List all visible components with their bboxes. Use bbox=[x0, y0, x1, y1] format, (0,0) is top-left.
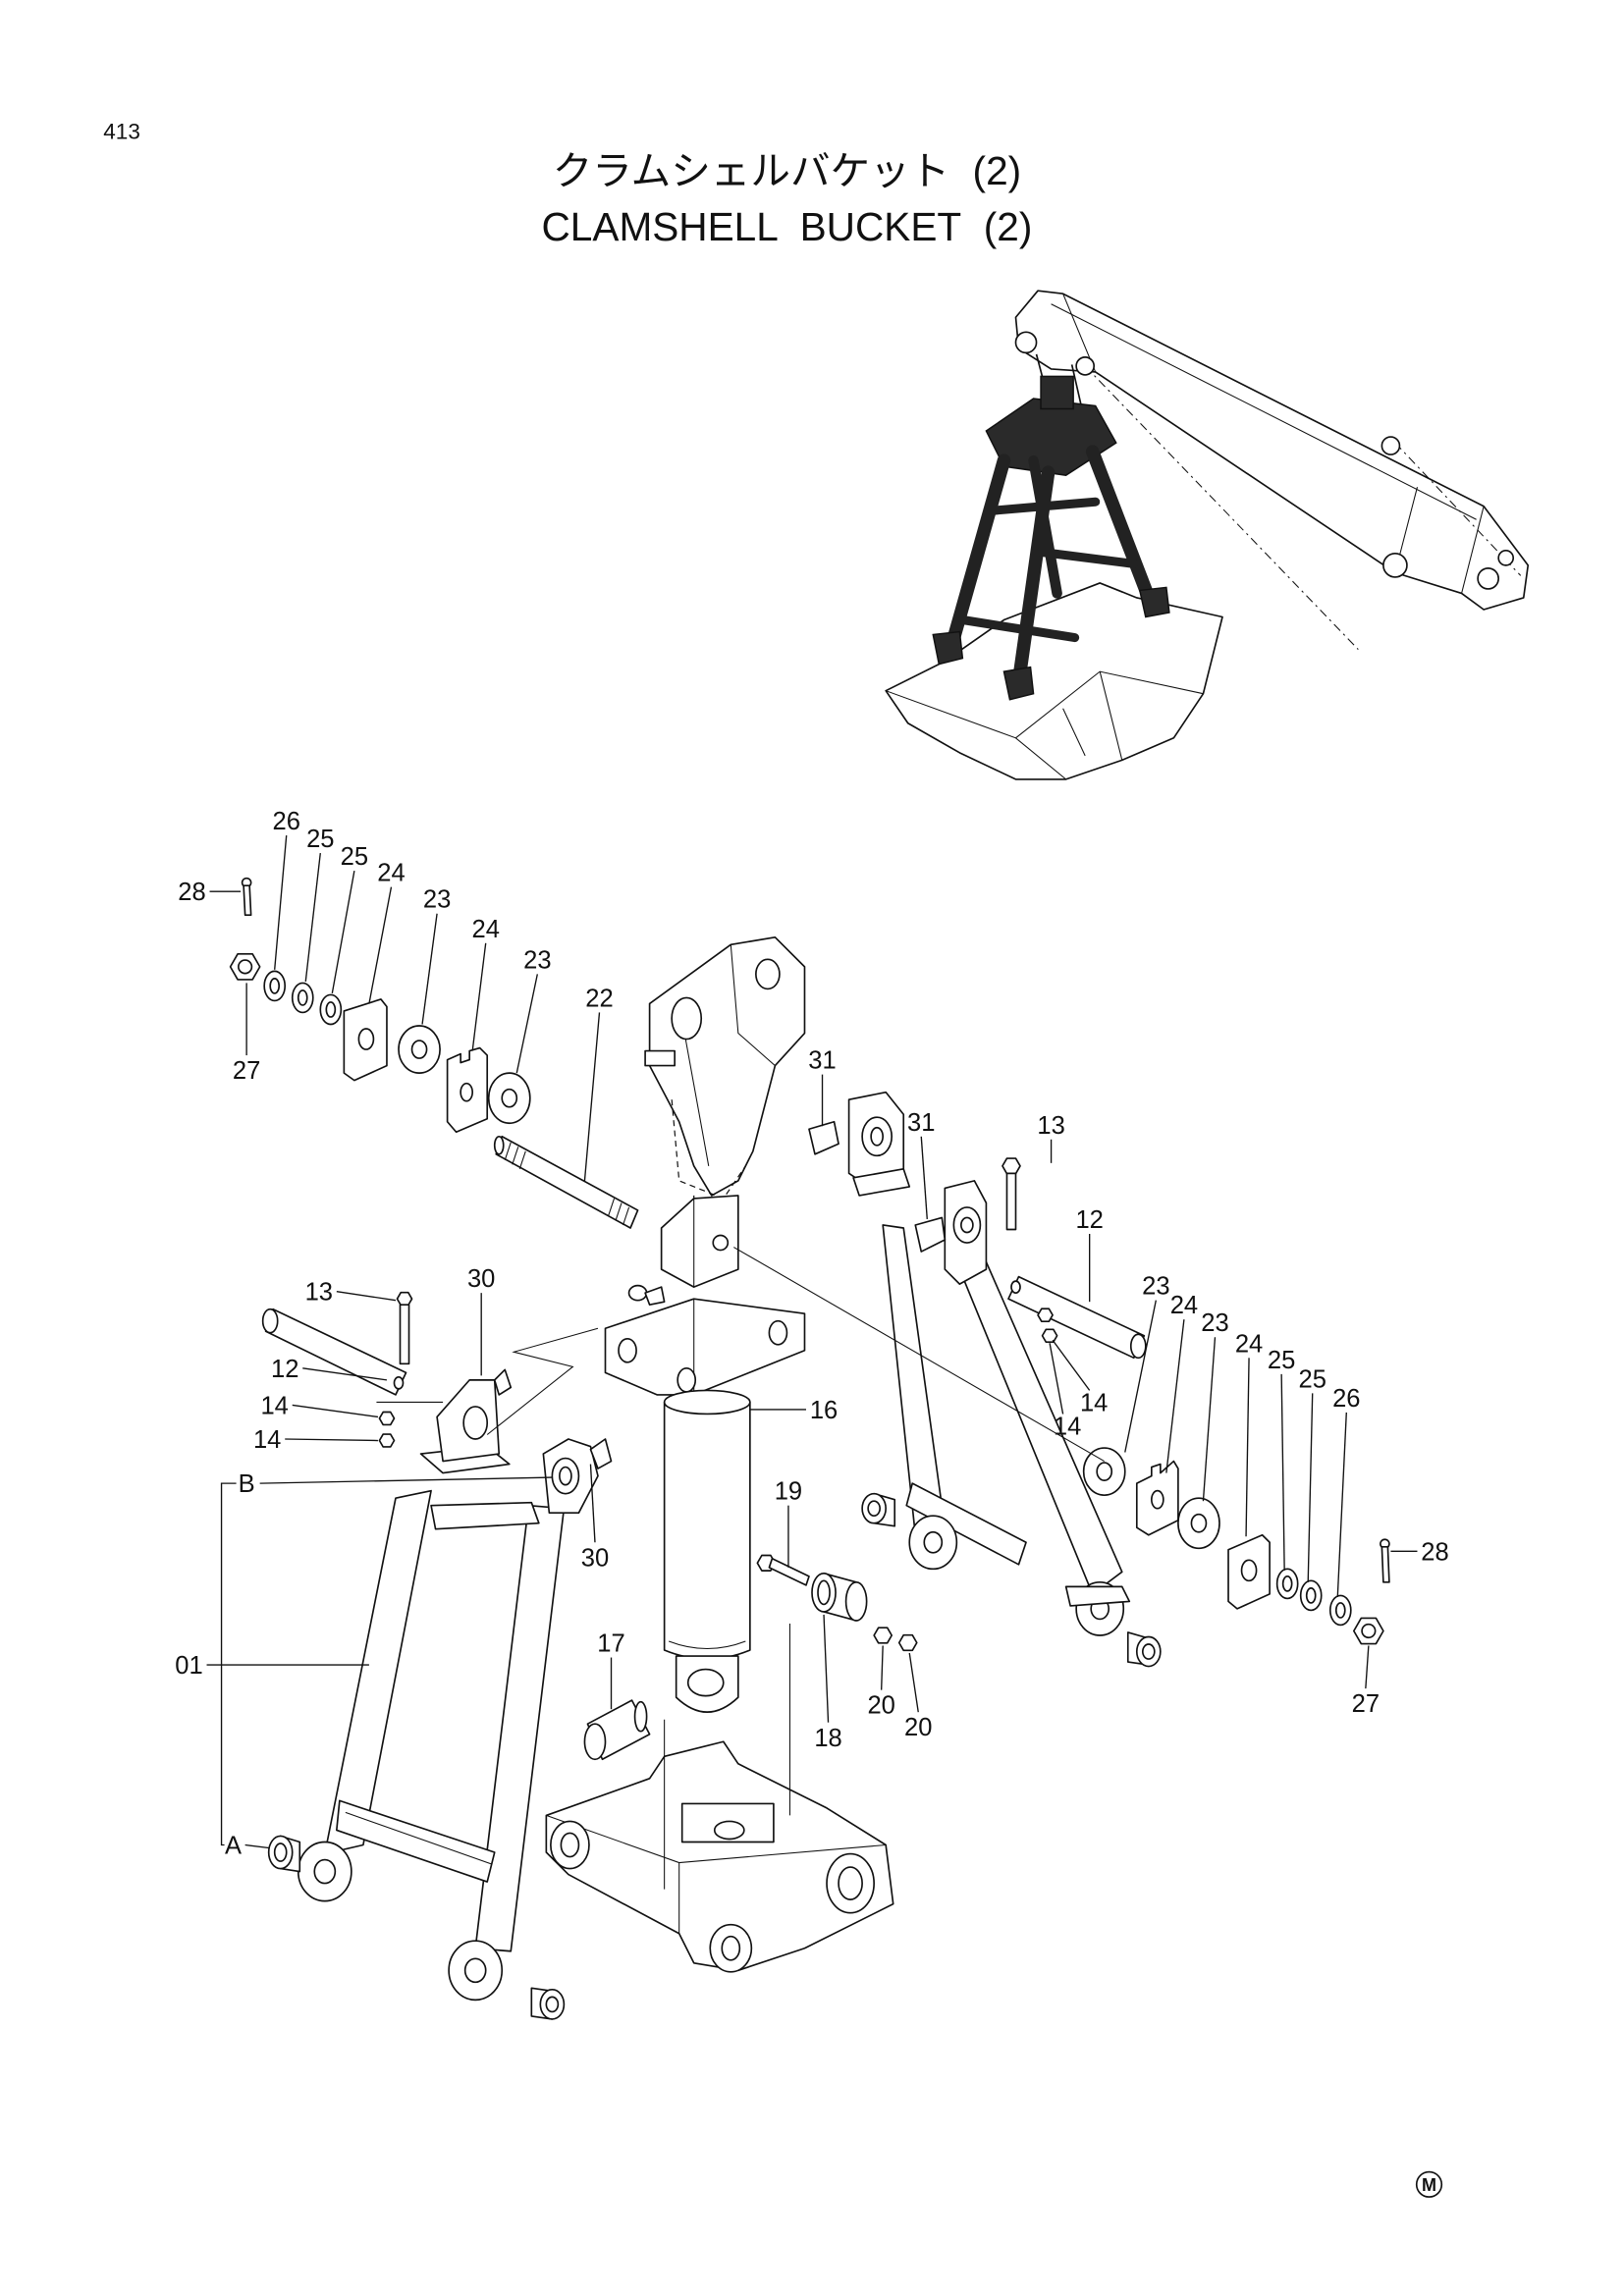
washer-25-left-a bbox=[291, 982, 314, 1014]
leader-lines bbox=[206, 834, 1418, 1849]
callout-26: 26 bbox=[273, 808, 300, 835]
callout-27: 27 bbox=[233, 1057, 260, 1085]
lower-link-frame-01 bbox=[297, 1489, 566, 2002]
callout-31: 31 bbox=[907, 1109, 935, 1137]
nut-27-left bbox=[229, 952, 261, 981]
callout-20: 20 bbox=[904, 1714, 932, 1741]
callout-13: 13 bbox=[1037, 1112, 1064, 1140]
plate-24-right-b bbox=[1227, 1533, 1271, 1610]
washer-25-left-b bbox=[319, 993, 343, 1026]
nut-14-right-a bbox=[1037, 1308, 1054, 1322]
bracket-30-left bbox=[419, 1368, 513, 1474]
callout-26: 26 bbox=[1332, 1385, 1360, 1413]
callout-19: 19 bbox=[775, 1478, 802, 1506]
nut-14-left-a bbox=[378, 1411, 396, 1426]
nut-14-left-b bbox=[378, 1433, 396, 1448]
callout-12: 12 bbox=[1075, 1206, 1103, 1234]
callout-24: 24 bbox=[1235, 1330, 1263, 1358]
hydraulic-cylinder-16 bbox=[604, 1195, 806, 1713]
pin-12-left bbox=[261, 1308, 407, 1396]
excavator-overview-illustration bbox=[885, 290, 1530, 780]
plate-24-right-a bbox=[1135, 1460, 1179, 1536]
callout-25: 25 bbox=[1299, 1365, 1326, 1393]
callout-25: 25 bbox=[306, 826, 334, 853]
callout-28: 28 bbox=[178, 879, 205, 906]
cotter-pin-28-left bbox=[241, 877, 252, 917]
callout-30: 30 bbox=[581, 1544, 609, 1572]
plate-24-left-b bbox=[446, 1046, 489, 1134]
callout-23: 23 bbox=[1201, 1309, 1228, 1337]
manufacturer-mark: M bbox=[1415, 2170, 1443, 2198]
pin-22 bbox=[493, 1135, 639, 1229]
title-japanese: クラムシェルバケット (2) bbox=[553, 148, 1021, 193]
washer-25-right-b bbox=[1299, 1579, 1323, 1612]
callout-14: 14 bbox=[1054, 1413, 1081, 1440]
callout-13: 13 bbox=[305, 1279, 333, 1307]
mark-letter: M bbox=[1422, 2175, 1436, 2195]
bushing-right-upper bbox=[861, 1492, 896, 1527]
callout-16: 16 bbox=[810, 1397, 838, 1424]
callout-23: 23 bbox=[1142, 1273, 1169, 1301]
bracket-31-lower bbox=[914, 1180, 988, 1285]
callout-24: 24 bbox=[471, 916, 499, 943]
callout-14: 14 bbox=[1080, 1389, 1108, 1416]
callout-14: 14 bbox=[260, 1392, 288, 1419]
nut-27-right bbox=[1352, 1617, 1384, 1645]
callout-25: 25 bbox=[1268, 1347, 1295, 1374]
bucket-base-frame bbox=[545, 1740, 894, 1973]
bushing-A bbox=[267, 1835, 301, 1873]
callout-labels: 26 25 25 24 28 23 24 23 27 22 31 31 13 1… bbox=[175, 808, 1448, 1859]
nut-14-right-b bbox=[1041, 1328, 1058, 1344]
page-number: 413 bbox=[103, 119, 140, 143]
callout-24: 24 bbox=[1170, 1292, 1198, 1319]
callout-30: 30 bbox=[467, 1265, 495, 1293]
callout-20: 20 bbox=[867, 1692, 894, 1720]
washer-23-right-a bbox=[1082, 1447, 1126, 1496]
title-english: CLAMSHELL BUCKET (2) bbox=[542, 204, 1033, 249]
bushing-lower-left bbox=[530, 1987, 566, 2020]
callout-14: 14 bbox=[253, 1426, 281, 1454]
pin-12-right bbox=[1007, 1275, 1147, 1360]
bolt-13-left bbox=[396, 1291, 413, 1365]
bracket-31-upper bbox=[808, 1091, 911, 1197]
washer-26-left bbox=[263, 970, 287, 1002]
callout-18: 18 bbox=[814, 1725, 841, 1752]
bushing-right-lower bbox=[1126, 1631, 1162, 1668]
callout-01: 01 bbox=[175, 1652, 202, 1680]
plate-24-left-a bbox=[343, 998, 388, 1082]
reference-B: B bbox=[239, 1470, 255, 1498]
bolt-13-right bbox=[1001, 1157, 1021, 1231]
callout-27: 27 bbox=[1352, 1690, 1380, 1718]
callout-12: 12 bbox=[271, 1356, 298, 1383]
bracket-30-right bbox=[542, 1438, 613, 1515]
upper-yoke-bracket bbox=[644, 935, 806, 1248]
washer-25-right-a bbox=[1275, 1568, 1299, 1600]
bolt-19 bbox=[756, 1554, 810, 1586]
washer-23-left-b bbox=[487, 1072, 531, 1125]
washer-23-left-a bbox=[398, 1025, 441, 1074]
callout-28: 28 bbox=[1421, 1538, 1448, 1566]
nut-20-b bbox=[897, 1633, 918, 1652]
washer-26-right bbox=[1328, 1594, 1352, 1627]
upper-link-frame-right bbox=[882, 1224, 1131, 1636]
callout-25: 25 bbox=[341, 843, 368, 871]
callout-24: 24 bbox=[377, 860, 405, 887]
cotter-pin-28-right bbox=[1380, 1538, 1390, 1583]
nut-20-a bbox=[873, 1627, 893, 1644]
callout-22: 22 bbox=[585, 985, 613, 1012]
assembly-reference-lines bbox=[376, 1247, 1105, 1890]
callout-23: 23 bbox=[523, 946, 551, 974]
washer-23-right-b bbox=[1177, 1497, 1220, 1550]
bushing-18 bbox=[811, 1573, 868, 1622]
reference-A: A bbox=[225, 1833, 242, 1860]
pin-17 bbox=[583, 1699, 651, 1761]
callout-17: 17 bbox=[597, 1630, 624, 1658]
callout-31: 31 bbox=[808, 1047, 836, 1075]
callout-23: 23 bbox=[423, 886, 451, 914]
